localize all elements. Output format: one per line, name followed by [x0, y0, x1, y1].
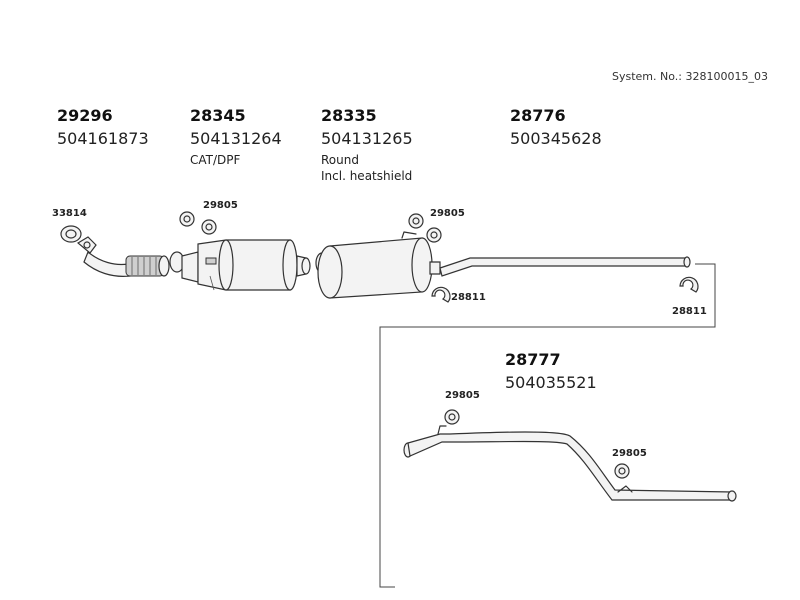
callout-hanger-a: 29805 — [203, 200, 238, 211]
system-number: System. No.: 328100015_03 — [612, 70, 768, 83]
callout-clamp-b: 28811 — [672, 306, 707, 317]
part-number-28777: 28777 — [505, 350, 561, 369]
callout-hanger-c: 29805 — [445, 390, 480, 401]
callout-hanger-b: 29805 — [430, 208, 465, 219]
part-desc-28335-line1: Round — [321, 153, 359, 167]
front-pipe-29296 — [76, 236, 170, 277]
oem-number-28776: 500345628 — [510, 129, 602, 148]
part-number-28345: 28345 — [190, 106, 246, 125]
callout-gasket: 33814 — [52, 208, 87, 219]
gasket-ring — [60, 225, 82, 243]
part-number-28776: 28776 — [510, 106, 566, 125]
intermediate-pipe-28776 — [439, 256, 691, 277]
part-desc-28335-line2: Incl. heatshield — [321, 169, 413, 183]
clamp-a — [431, 286, 451, 303]
oem-number-29296: 504161873 — [57, 129, 149, 148]
rubber-hanger-pair-a — [179, 211, 217, 235]
section-connector-lines — [379, 263, 716, 588]
middle-muffler-28335 — [315, 231, 441, 299]
rubber-hanger-d — [614, 463, 630, 479]
rear-pipe-28777 — [403, 425, 737, 502]
oem-number-28777: 504035521 — [505, 373, 597, 392]
rubber-hanger-c — [444, 409, 460, 425]
callout-clamp-a: 28811 — [451, 292, 486, 303]
rubber-hanger-pair-b — [408, 213, 442, 243]
oem-number-28345: 504131264 — [190, 129, 282, 148]
part-desc-28345: CAT/DPF — [190, 153, 241, 167]
oem-number-28335: 504131265 — [321, 129, 413, 148]
clamp-b — [679, 276, 699, 293]
callout-hanger-d: 29805 — [612, 448, 647, 459]
cat-dpf-28345 — [169, 239, 311, 291]
part-number-28335: 28335 — [321, 106, 377, 125]
part-number-29296: 29296 — [57, 106, 113, 125]
